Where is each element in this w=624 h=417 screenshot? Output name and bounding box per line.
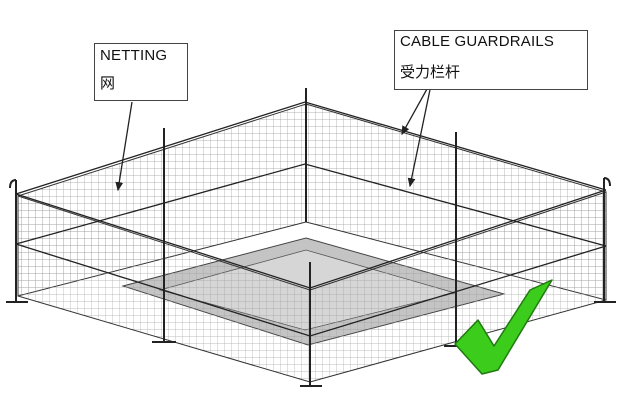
cable-guardrails-label-zh: 受力栏杆	[400, 63, 461, 81]
cable-guardrails-label: CABLE GUARDRAILS	[400, 33, 555, 50]
guardrails-label-box	[394, 30, 588, 90]
checkmark-icon	[454, 279, 553, 375]
posts	[6, 88, 616, 387]
netting-label: NETTING	[100, 47, 168, 64]
guardrail-arrow-2	[407, 79, 433, 188]
netting-label-zh: 网	[100, 74, 116, 92]
netting-arrow	[115, 101, 133, 192]
netting-label-box	[94, 43, 188, 101]
